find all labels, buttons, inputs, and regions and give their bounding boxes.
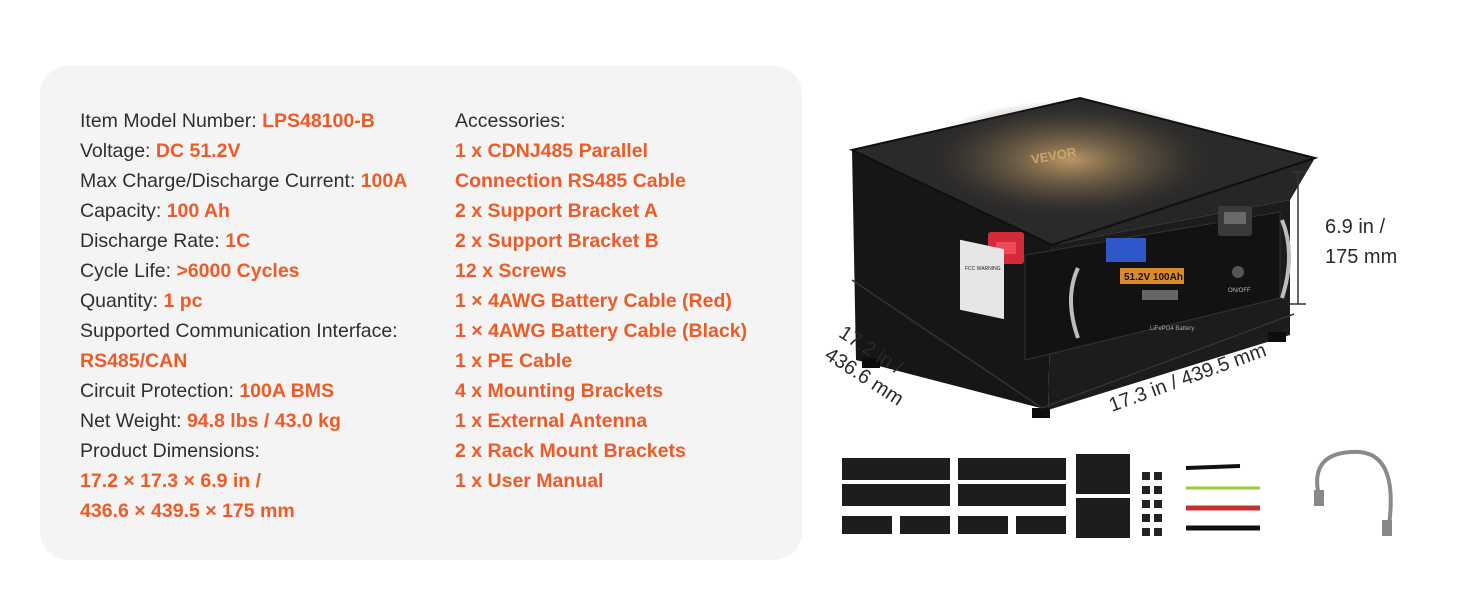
handle-left — [1069, 267, 1080, 339]
spec-row: RS485/CAN — [80, 346, 440, 376]
svg-text:FCC WARNING: FCC WARNING — [965, 266, 1001, 272]
dimension-lines — [851, 171, 1306, 409]
spec-value: RS485/CAN — [80, 350, 188, 372]
spec-row: 17.2 × 17.3 × 6.9 in / — [80, 466, 440, 496]
spec-label: Supported Communication Interface: — [80, 320, 398, 342]
spec-row: Max Charge/Discharge Current: 100A — [80, 166, 440, 196]
spec-row: 436.6 × 439.5 × 175 mm — [80, 496, 440, 526]
spec-value: DC 51.2V — [155, 140, 241, 162]
accessories-heading: Accessories: — [455, 110, 566, 132]
spec-label: Item Model Number: — [80, 110, 263, 132]
spec-value: 100A BMS — [239, 380, 334, 402]
spec-label: Product Dimensions: — [80, 440, 260, 462]
svg-text:ON/OFF: ON/OFF — [1228, 288, 1251, 294]
spec-value: LPS48100-B — [262, 110, 375, 132]
spec-value: >6000 Cycles — [176, 260, 300, 282]
accessory-item: 2 x Support Bracket A — [455, 200, 658, 222]
spec-row: Circuit Protection: 100A BMS — [80, 376, 440, 406]
spec-row: Discharge Rate: 1C — [80, 226, 440, 256]
dim-height: 6.9 in / 175 mm — [1325, 216, 1398, 268]
accessory-item: 4 x Mounting Brackets — [455, 380, 664, 402]
accessory-item: 1 × 4AWG Battery Cable (Red) — [455, 290, 732, 312]
spec-value: 100 Ah — [166, 200, 230, 222]
spec-row: Product Dimensions: — [80, 436, 440, 466]
svg-text:LiFePO4 Battery: LiFePO4 Battery — [1150, 326, 1194, 332]
spec-label: Discharge Rate: — [80, 230, 226, 252]
spec-value: 100A — [360, 170, 408, 192]
spec-label: Net Weight: — [80, 410, 187, 432]
spec-row: Cycle Life: >6000 Cycles — [80, 256, 440, 286]
spec-row: Voltage: DC 51.2V — [80, 136, 440, 166]
battery-illustration: VEVOR 51.2V 100Ah ON/OFF LiFePO4 Battery — [842, 96, 1393, 538]
accessories-illustration — [842, 449, 1393, 538]
product-image: VEVOR 51.2V 100Ah ON/OFF LiFePO4 Battery — [820, 40, 1460, 580]
spec-row: Net Weight: 94.8 lbs / 43.0 kg — [80, 406, 440, 436]
power-button — [1232, 266, 1244, 278]
spec-label: Cycle Life: — [80, 260, 177, 282]
accessory-item: 1 x CDNJ485 Parallel — [455, 140, 648, 162]
accessory-item: 1 x User Manual — [455, 470, 604, 492]
accessory-item: 1 x External Antenna — [455, 410, 648, 432]
capacity-label — [1120, 268, 1184, 284]
spec-row: Supported Communication Interface: — [80, 316, 440, 346]
spec-row: Capacity: 100 Ah — [80, 196, 440, 226]
warning-sticker — [960, 239, 1004, 320]
spec-label: Max Charge/Discharge Current: — [80, 170, 361, 192]
svg-text:51.2V 100Ah: 51.2V 100Ah — [1124, 272, 1183, 283]
spec-label: Capacity: — [80, 200, 167, 222]
accessory-item: Connection RS485 Cable — [455, 170, 686, 192]
accessory-item: 12 x Screws — [455, 260, 567, 282]
spec-row: Quantity: 1 pc — [80, 286, 440, 316]
spec-value: 17.2 × 17.3 × 6.9 in / — [80, 470, 262, 492]
spec-label: Voltage: — [80, 140, 156, 162]
spec-value: 94.8 lbs / 43.0 kg — [186, 410, 341, 432]
spec-row: Item Model Number: LPS48100-B — [80, 106, 440, 136]
lcd-display — [1106, 238, 1146, 262]
accessory-item: 2 x Support Bracket B — [455, 230, 659, 252]
accessory-item: 2 x Rack Mount Brackets — [455, 440, 686, 462]
accessory-item: 1 x PE Cable — [455, 350, 573, 372]
accessory-item: 1 × 4AWG Battery Cable (Black) — [455, 320, 748, 342]
spec-value: 436.6 × 439.5 × 175 mm — [80, 500, 295, 522]
handle-right — [1280, 219, 1291, 299]
comm-ports — [1142, 290, 1178, 300]
battery-unit: VEVOR 51.2V 100Ah ON/OFF LiFePO4 Battery — [848, 96, 1319, 418]
spec-value: 1 pc — [163, 290, 203, 312]
spec-value: 1C — [225, 230, 251, 252]
spec-label: Quantity: — [80, 290, 164, 312]
spec-label: Circuit Protection: — [80, 380, 240, 402]
